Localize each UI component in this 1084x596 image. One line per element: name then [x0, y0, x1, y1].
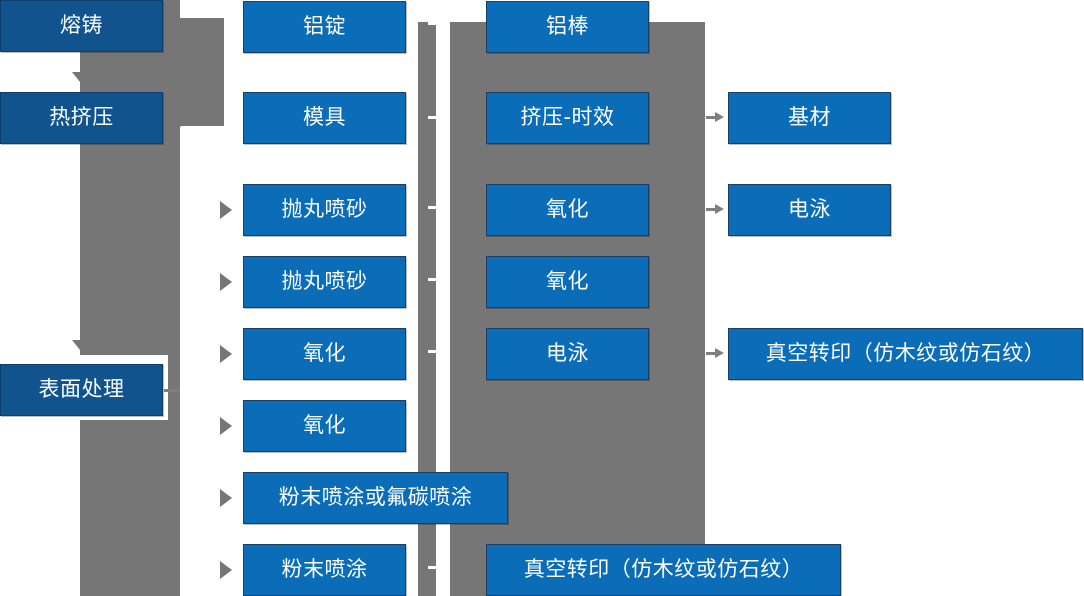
node-label: 铝锭: [303, 14, 346, 39]
node-yanghua-col2-1[interactable]: 氧化: [243, 328, 406, 380]
node-label: 氧化: [303, 413, 346, 438]
node-label: 电泳: [788, 197, 831, 222]
bar-gap-white: [436, 0, 450, 596]
node-dianyong-col3[interactable]: 电泳: [486, 328, 649, 380]
node-label: 粉末喷涂或氟碳喷涂: [278, 485, 473, 510]
node-rongzhu[interactable]: 熔铸: [0, 0, 163, 52]
node-label: 电泳: [546, 341, 589, 366]
down-arrow-rejiya-to-biaomian: [72, 340, 88, 350]
mini-arrow-to-jicai: [706, 112, 726, 123]
node-label: 铝棒: [546, 14, 589, 39]
node-fenmo-huotan-pentu[interactable]: 粉末喷涂或氟碳喷涂: [243, 472, 508, 524]
node-label: 模具: [303, 105, 346, 130]
node-label: 真空转印（仿木纹或仿石纹）: [523, 557, 804, 582]
connector-surface-stub: [164, 389, 180, 392]
connector-trunk-left-upper-wide: [180, 18, 224, 126]
node-label: 热挤压: [49, 105, 114, 130]
node-label: 氧化: [546, 197, 589, 222]
mini-arrow-to-zhenkong: [706, 348, 726, 359]
node-rejiya[interactable]: 热挤压: [0, 92, 163, 144]
node-ludi[interactable]: 铝锭: [243, 1, 406, 53]
trunk-arrow-to-paowan-2: [220, 273, 232, 291]
arrow-shaft: [706, 116, 716, 119]
node-label: 表面处理: [38, 377, 125, 402]
node-paowan-penssha-1[interactable]: 抛丸喷砂: [243, 184, 406, 236]
node-label: 基材: [788, 105, 831, 130]
down-arrow-rongzhu-to-rejiya: [72, 72, 88, 82]
connector-trunk-left: [80, 0, 180, 596]
mini-arrow-to-dianyong: [706, 204, 726, 215]
node-label: 粉末喷涂: [281, 557, 368, 582]
node-zhenkong-zhuanyin-col3[interactable]: 真空转印（仿木纹或仿石纹）: [486, 544, 841, 596]
node-label: 真空转印（仿木纹或仿石纹）: [765, 341, 1046, 366]
node-zhenkong-zhuanyin-col4[interactable]: 真空转印（仿木纹或仿石纹）: [728, 328, 1083, 380]
node-biaomian-chuli[interactable]: 表面处理: [0, 364, 163, 416]
node-jiya-shixiao[interactable]: 挤压-时效: [486, 92, 649, 144]
arrow-shaft: [706, 352, 716, 355]
node-yanghua-col3-1[interactable]: 氧化: [486, 184, 649, 236]
trunk-arrow-to-yanghua-2: [220, 417, 232, 435]
node-label: 氧化: [303, 341, 346, 366]
trunk-arrow-to-yanghua-1: [220, 345, 232, 363]
trunk-arrow-to-fenmo: [220, 561, 232, 579]
arrow-head: [715, 112, 724, 122]
node-label: 氧化: [546, 269, 589, 294]
arrow-shaft: [706, 208, 716, 211]
arrow-head: [715, 348, 724, 358]
node-paowan-penssha-2[interactable]: 抛丸喷砂: [243, 256, 406, 308]
arrow-head: [715, 204, 724, 214]
node-yanghua-col2-2[interactable]: 氧化: [243, 400, 406, 452]
trunk-arrow-to-fenmo-futan: [220, 489, 232, 507]
node-label: 熔铸: [60, 13, 103, 38]
node-yanghua-col3-2[interactable]: 氧化: [486, 256, 649, 308]
node-jicai[interactable]: 基材: [728, 92, 891, 144]
node-label: 挤压-时效: [520, 105, 615, 130]
node-label: 抛丸喷砂: [281, 269, 368, 294]
node-muju[interactable]: 模具: [243, 92, 406, 144]
trunk-arrow-to-paowan-1: [220, 201, 232, 219]
node-label: 抛丸喷砂: [281, 197, 368, 222]
node-fenmo-pentu[interactable]: 粉末喷涂: [243, 544, 406, 596]
node-lubang[interactable]: 铝棒: [486, 1, 649, 53]
connector-bar-process: [418, 22, 436, 596]
trunk-notch-white-upper: [0, 355, 168, 365]
node-dianyong-col4[interactable]: 电泳: [728, 184, 891, 236]
